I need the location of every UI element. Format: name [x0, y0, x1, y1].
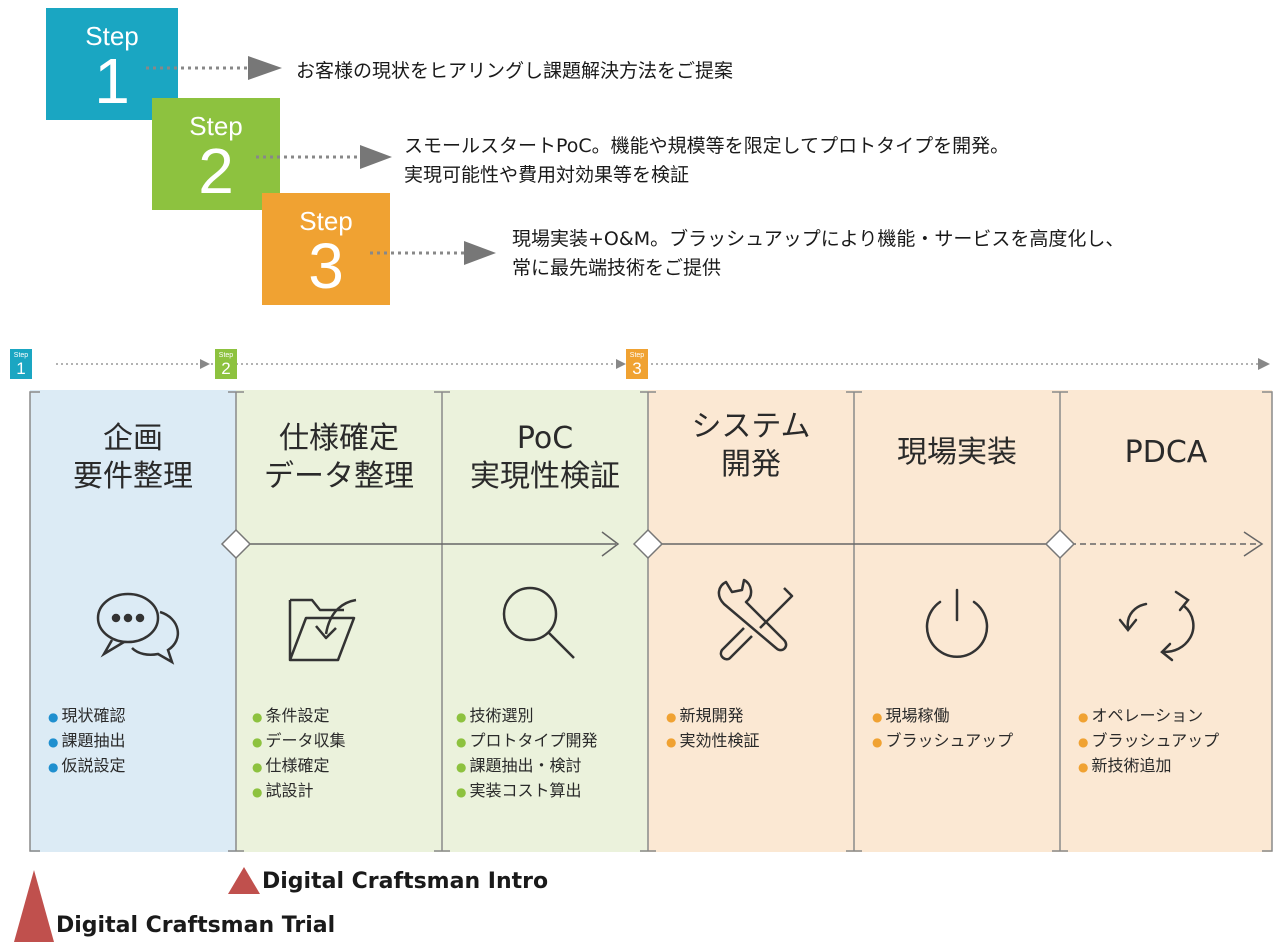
badge-step-number: 1 — [16, 359, 26, 378]
tools-icon — [717, 578, 794, 661]
timeline-arrowhead — [1258, 358, 1270, 370]
trial-marker-triangle — [14, 870, 54, 942]
list-item: データ収集 — [252, 729, 345, 754]
list-item: 仮説設定 — [48, 754, 125, 779]
step-3-arrow — [370, 241, 496, 265]
phase-planning-title: 企画 要件整理 — [73, 421, 193, 494]
badge-step-number: 2 — [221, 359, 231, 378]
phase-poc-items: 技術選別 プロトタイプ開発 課題抽出・検討 実装コスト算出 — [456, 704, 598, 804]
phase-deployment-items: 現場稼働 ブラッシュアップ — [872, 704, 1013, 754]
step-1-label: Step — [85, 21, 139, 51]
timeline-badge-step-2: Step 2 — [215, 349, 237, 379]
phase-icons — [96, 578, 1195, 665]
step-1-arrow — [146, 56, 282, 80]
phase-deployment-title: 現場実装 — [897, 435, 1017, 470]
bottom-markers — [14, 867, 260, 942]
list-item: 新技術追加 — [1078, 754, 1219, 779]
step-1-number: 1 — [94, 45, 130, 117]
step-1-box: Step 1 — [46, 8, 178, 120]
power-icon — [925, 588, 989, 658]
list-item: 技術選別 — [456, 704, 598, 729]
phase-system-dev-items: 新規開発 実効性検証 — [666, 704, 760, 754]
list-item: オペレーション — [1078, 704, 1219, 729]
step-1-description: お客様の現状をヒアリングし課題解決方法をご提案 — [296, 57, 733, 86]
list-item: 試設計 — [252, 779, 346, 804]
badge-step-label: Step — [218, 352, 234, 359]
list-item: プロトタイプ開発 — [456, 729, 597, 754]
phase-spec-title: 仕様確定 データ整理 — [264, 421, 414, 494]
intro-marker-triangle — [228, 867, 260, 894]
list-item: ブラッシュアップ — [1078, 729, 1219, 754]
phase-pdca-title: PDCA — [1124, 435, 1208, 470]
timeline-arrowhead — [616, 359, 626, 369]
digital-craftsman-intro-label: Digital Craftsman Intro — [262, 869, 549, 894]
timeline-arrowhead — [200, 359, 210, 369]
list-item: 課題抽出 — [48, 729, 125, 754]
step-2-arrow — [256, 145, 392, 169]
step-2-label: Step — [189, 111, 243, 141]
list-item: 実装コスト算出 — [456, 779, 598, 804]
milestone-diamond — [220, 528, 252, 560]
progress-arrow — [1243, 531, 1264, 557]
progress-arrow — [601, 531, 620, 557]
list-item: 課題抽出・検討 — [456, 754, 598, 779]
folder-import-icon — [288, 598, 357, 662]
step-1-desc-line: お客様の現状をヒアリングし課題解決方法をご提案 — [296, 60, 734, 82]
phase-system-dev-title: システム 開発 — [691, 409, 811, 482]
step-3-box: Step 3 — [262, 193, 390, 305]
phase-pdca-items: オペレーション ブラッシュアップ 新技術追加 — [1078, 704, 1219, 779]
phase-planning-items: 現状確認 課題抽出 仮説設定 — [48, 704, 125, 779]
step-2-desc-line-2: 実現可能性や費用対効果等を検証 — [404, 164, 690, 186]
magnifier-icon — [502, 586, 575, 659]
step-arrows — [146, 56, 496, 265]
timeline-graphics — [29, 358, 1273, 852]
list-item: 新規開発 — [666, 704, 760, 729]
phase-system-dev: システム 開発 — [648, 390, 854, 852]
list-item: 現状確認 — [48, 704, 125, 729]
step-3-number: 3 — [308, 230, 344, 302]
phase-spec-items: 条件設定 データ収集 仕様確定 試設計 — [252, 704, 346, 804]
step-2-number: 2 — [198, 135, 234, 207]
badge-step-label: Step — [13, 352, 29, 359]
step-2-description: スモールスタートPoC。機能や規模等を限定してプロトタイプを開発。 実現可能性や… — [404, 132, 1009, 190]
list-item: 実効性検証 — [666, 729, 759, 754]
phase-poc-title: PoC 実現性検証 — [470, 421, 620, 494]
step-3-description: 現場実装+O&M。ブラッシュアップにより機能・サービスを高度化し、 常に最先端技… — [512, 225, 1124, 283]
step-3-label: Step — [299, 206, 353, 236]
list-item: ブラッシュアップ — [872, 729, 1013, 754]
milestone-diamond — [1044, 528, 1076, 560]
list-item: 現場稼働 — [872, 704, 1013, 729]
digital-craftsman-trial-label: Digital Craftsman Trial — [56, 913, 336, 938]
badge-step-label: Step — [629, 352, 645, 359]
list-item: 条件設定 — [252, 704, 346, 729]
badge-step-number: 3 — [632, 359, 642, 378]
step-2-desc-line-1: スモールスタートPoC。機能や規模等を限定してプロトタイプを開発。 — [404, 135, 1010, 157]
timeline-badge-step-3: Step 3 — [626, 349, 648, 379]
timeline-badge-step-1: Step 1 — [10, 349, 32, 379]
step-3-desc-line-2: 常に最先端技術をご提供 — [512, 257, 722, 279]
list-item: 仕様確定 — [252, 754, 346, 779]
column-dividers — [29, 391, 1273, 852]
chat-bubbles-icon — [96, 592, 180, 665]
step-3-desc-line-1: 現場実装+O&M。ブラッシュアップにより機能・サービスを高度化し、 — [512, 228, 1125, 250]
milestone-diamond — [632, 528, 664, 560]
step-2-box: Step 2 — [152, 98, 280, 210]
refresh-cycle-icon — [1118, 590, 1195, 662]
